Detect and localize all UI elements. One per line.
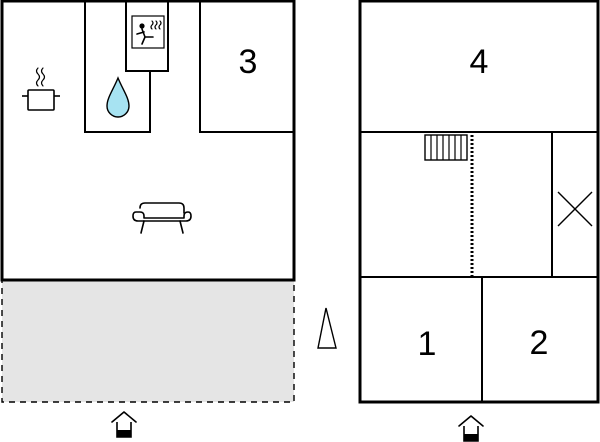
room-4-label: 4 — [470, 43, 489, 81]
terrace-area — [1, 279, 295, 403]
room-1-label: 1 — [418, 325, 437, 363]
upper-floor-outer-wall — [358, 0, 600, 404]
open-void-icon — [557, 191, 593, 227]
room-3-wall — [199, 1, 294, 133]
room-2-label: 2 — [530, 324, 549, 362]
entrance-icon — [458, 415, 484, 442]
staircase-icon — [424, 134, 468, 161]
upper-floor-plan: 4 1 2 — [358, 0, 600, 442]
sauna-room — [125, 0, 169, 72]
bathroom-wall — [84, 1, 151, 133]
water-drop-icon — [106, 76, 130, 118]
entrance-icon — [111, 411, 137, 438]
sofa-icon — [132, 202, 192, 234]
ground-floor-plan: 3 — [0, 0, 296, 438]
north-arrow-icon — [317, 307, 337, 349]
cooking-pot-icon — [22, 67, 60, 111]
sauna-icon — [131, 15, 165, 49]
room-3-label: 3 — [239, 43, 258, 81]
